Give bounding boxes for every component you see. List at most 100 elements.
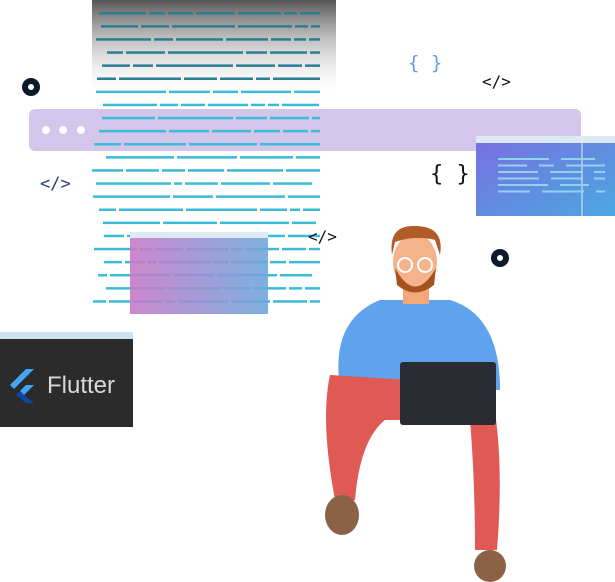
code-line-segment [97, 77, 116, 80]
laptop [400, 362, 496, 425]
code-line-segment [173, 195, 213, 198]
code-line-segment [294, 38, 306, 41]
code-line-segment [310, 300, 320, 303]
code-line-segment [221, 182, 270, 185]
code-line-segment [99, 12, 146, 15]
code-line-segment [236, 116, 267, 120]
code-line-segment [141, 25, 169, 28]
code-line-segment [594, 177, 605, 180]
code-line-segment [498, 164, 527, 167]
shoe [474, 550, 506, 582]
code-line-segment [251, 103, 265, 107]
code-line-segment [169, 90, 210, 94]
window-dot [42, 126, 50, 134]
code-line-segment [154, 38, 173, 41]
code-line-segment [296, 156, 320, 159]
flutter-card: Flutter [0, 332, 133, 427]
code-line-segment [273, 77, 320, 80]
code-line-segment [176, 38, 223, 41]
flutter-logo-icon [10, 369, 34, 403]
code-line-segment [311, 25, 320, 28]
code-line-segment [238, 25, 292, 28]
code-line-segment [93, 300, 106, 303]
code-line-segment [236, 64, 275, 67]
code-lines [92, 12, 320, 303]
code-line-segment [168, 12, 193, 15]
gear-icon [22, 78, 40, 96]
flutter-label: Flutter [47, 372, 116, 399]
code-line-segment [260, 143, 320, 146]
code-line-segment [119, 208, 183, 211]
code-line-segment [498, 158, 549, 160]
code-line-segment [305, 287, 320, 290]
code-line-segment [241, 90, 291, 94]
code-line-segment [280, 274, 312, 277]
glasses [417, 257, 433, 273]
code-line-segment [286, 169, 320, 172]
code-line-segment [240, 156, 293, 159]
gear-icon [491, 249, 509, 267]
code-line-segment [169, 129, 209, 133]
code-line-segment [305, 64, 320, 67]
code-line-segment [96, 38, 151, 41]
code-line-segment [254, 129, 280, 133]
code-line-segment [94, 247, 137, 251]
code-line-segment [309, 247, 320, 251]
code-line-segment [288, 195, 320, 198]
code-line-segment [283, 129, 308, 133]
shoe [325, 495, 359, 535]
window-dot [59, 126, 67, 134]
code-line-segment [288, 234, 320, 238]
braces-symbol: { } [408, 52, 443, 74]
code-line-segment [186, 208, 257, 211]
code-line-segment [158, 116, 233, 120]
code-line-segment [282, 103, 319, 107]
code-line-segment [551, 177, 582, 180]
code-line-segment [312, 116, 320, 120]
code-line-segment [96, 90, 166, 94]
code-line-segment [133, 64, 153, 67]
code-line-segment [196, 12, 235, 15]
code-line-segment [270, 260, 286, 264]
code-line-segment [542, 190, 584, 193]
window-dot [77, 126, 85, 134]
code-line-segment [300, 12, 320, 15]
code-line-segment [311, 129, 320, 133]
code-tag-symbol: </> [308, 227, 337, 246]
code-line-segment [177, 156, 237, 159]
code-line-segment [256, 77, 270, 80]
code-line-segment [184, 77, 217, 80]
face [393, 234, 437, 290]
code-line-segment [212, 129, 251, 133]
code-window-blue [476, 136, 615, 216]
developer-person [325, 225, 506, 582]
code-tag-symbol: </> [40, 174, 71, 194]
code-line-segment [107, 51, 123, 54]
code-line-segment [292, 221, 316, 225]
code-line-segment [310, 51, 320, 54]
code-line-segment [268, 103, 279, 107]
code-line-segment [594, 171, 605, 173]
code-line-segment [271, 38, 291, 41]
code-line-segment [560, 184, 589, 186]
code-line-segment [162, 169, 185, 172]
code-line-segment [295, 25, 308, 28]
code-line-segment [104, 234, 124, 238]
code-line-segment [99, 208, 116, 211]
code-line-segment [119, 77, 181, 80]
code-line-segment [278, 64, 302, 67]
code-line-segment [246, 51, 267, 54]
code-line-segment [101, 25, 138, 28]
code-line-segment [93, 195, 170, 198]
code-tag-symbol: </> [482, 72, 511, 91]
code-line-segment [226, 38, 268, 41]
code-line-segment [213, 90, 238, 94]
code-line-segment [94, 143, 121, 146]
code-line-segment [220, 221, 289, 225]
code-line-segment [98, 274, 107, 277]
code-line-segment [273, 182, 312, 185]
braces-symbol: { } [430, 162, 470, 187]
code-fade-overlay [92, 0, 336, 100]
code-line-segment [289, 287, 302, 290]
